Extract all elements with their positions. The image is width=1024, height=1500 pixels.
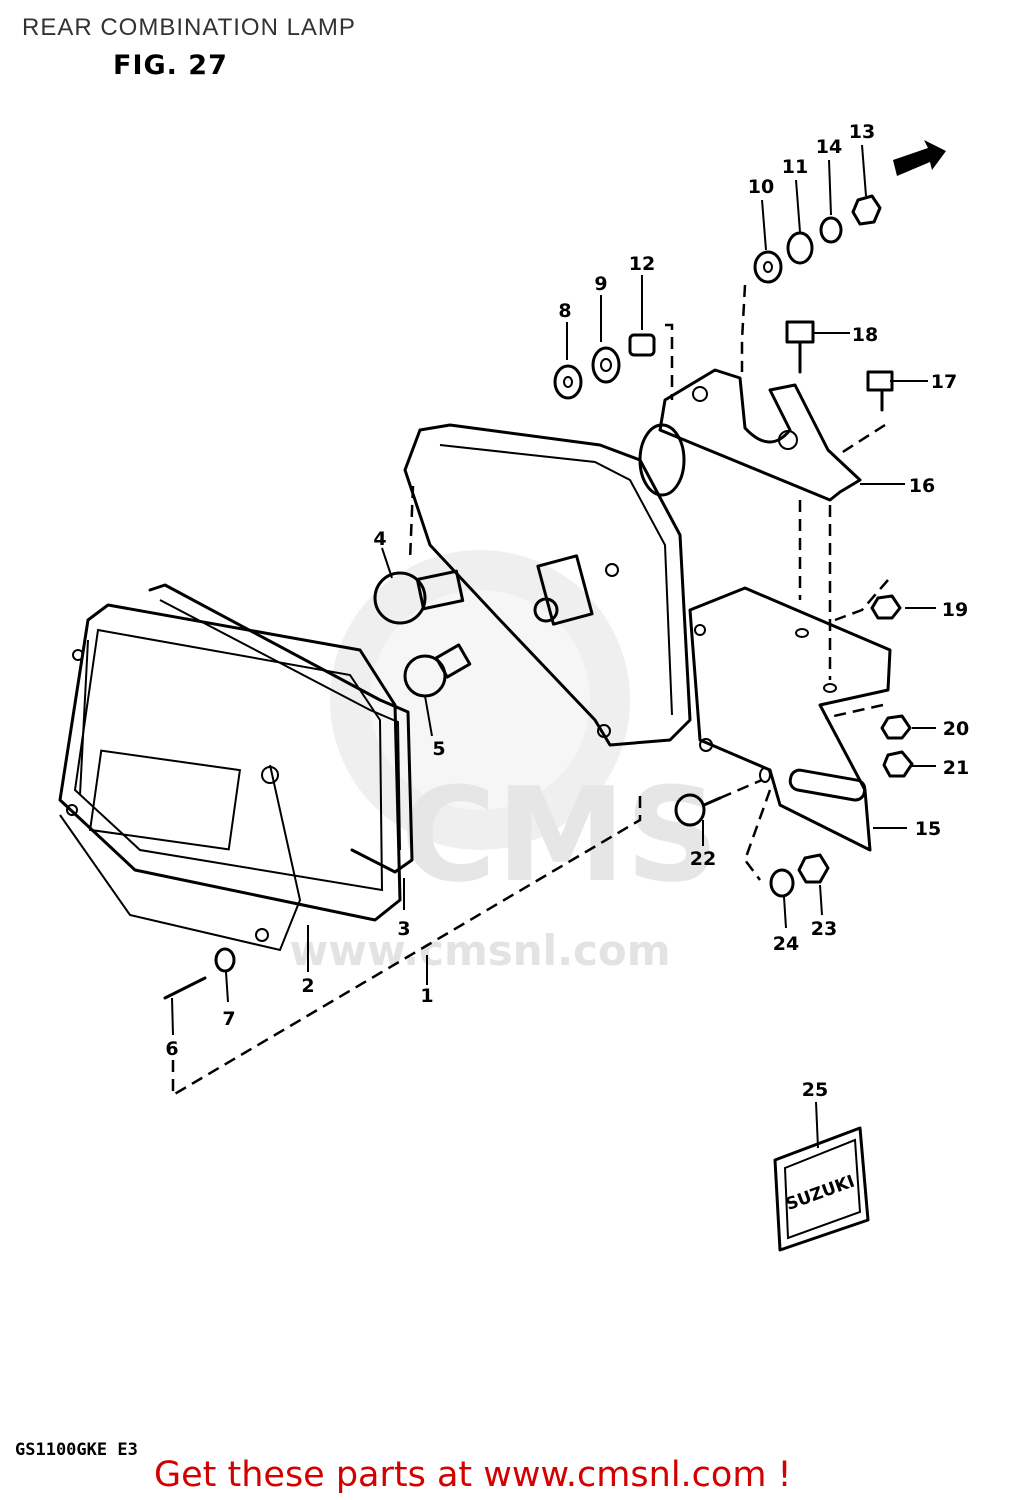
callouts: 1 2 3 4 5 6 7 8 9 10 11 12 13 14 15 16 1…	[165, 121, 969, 1101]
watermark: CMS www.cmsnl.com	[289, 550, 719, 975]
callout-15: 15	[915, 818, 941, 840]
callout-25: 25	[802, 1079, 828, 1101]
callout-16: 16	[909, 475, 935, 497]
model-code: GS1100GKE E3	[15, 1440, 138, 1460]
lamp-gasket	[148, 583, 414, 874]
forward-arrow-icon	[893, 140, 946, 176]
callout-21: 21	[943, 757, 969, 779]
emblem-text: SUZUKI	[783, 1172, 857, 1215]
callout-23: 23	[811, 918, 837, 940]
callout-5: 5	[432, 738, 445, 760]
callout-2: 2	[301, 975, 314, 997]
callout-11: 11	[782, 156, 808, 178]
callout-19: 19	[942, 599, 968, 621]
callout-9: 9	[594, 273, 607, 295]
callout-17: 17	[931, 371, 957, 393]
bulb-large	[373, 569, 465, 625]
plate-bracket	[688, 586, 892, 852]
callout-14: 14	[816, 136, 842, 158]
leader-lines	[171, 144, 936, 1149]
callout-18: 18	[852, 324, 878, 346]
callout-22: 22	[690, 848, 716, 870]
callout-20: 20	[943, 718, 969, 740]
suzuki-emblem: SUZUKI	[773, 1126, 870, 1252]
lamp-lens	[58, 603, 402, 952]
upper-bracket	[658, 368, 862, 502]
assembly-lines	[171, 284, 889, 1098]
watermark-url: www.cmsnl.com	[289, 926, 670, 975]
callout-24: 24	[773, 933, 799, 955]
callout-7: 7	[222, 1008, 235, 1030]
callout-13: 13	[849, 121, 875, 143]
callout-1: 1	[420, 985, 433, 1007]
page-title: REAR COMBINATION LAMP	[22, 14, 356, 41]
callout-4: 4	[373, 528, 386, 550]
callout-3: 3	[397, 918, 410, 940]
promo-link[interactable]: Get these parts at www.cmsnl.com !	[154, 1455, 792, 1495]
callout-6: 6	[165, 1038, 178, 1060]
callout-8: 8	[558, 300, 571, 322]
callout-10: 10	[748, 176, 774, 198]
figure-number: FIG. 27	[113, 50, 228, 81]
watermark-logo: CMS	[401, 759, 719, 911]
callout-12: 12	[629, 253, 655, 275]
